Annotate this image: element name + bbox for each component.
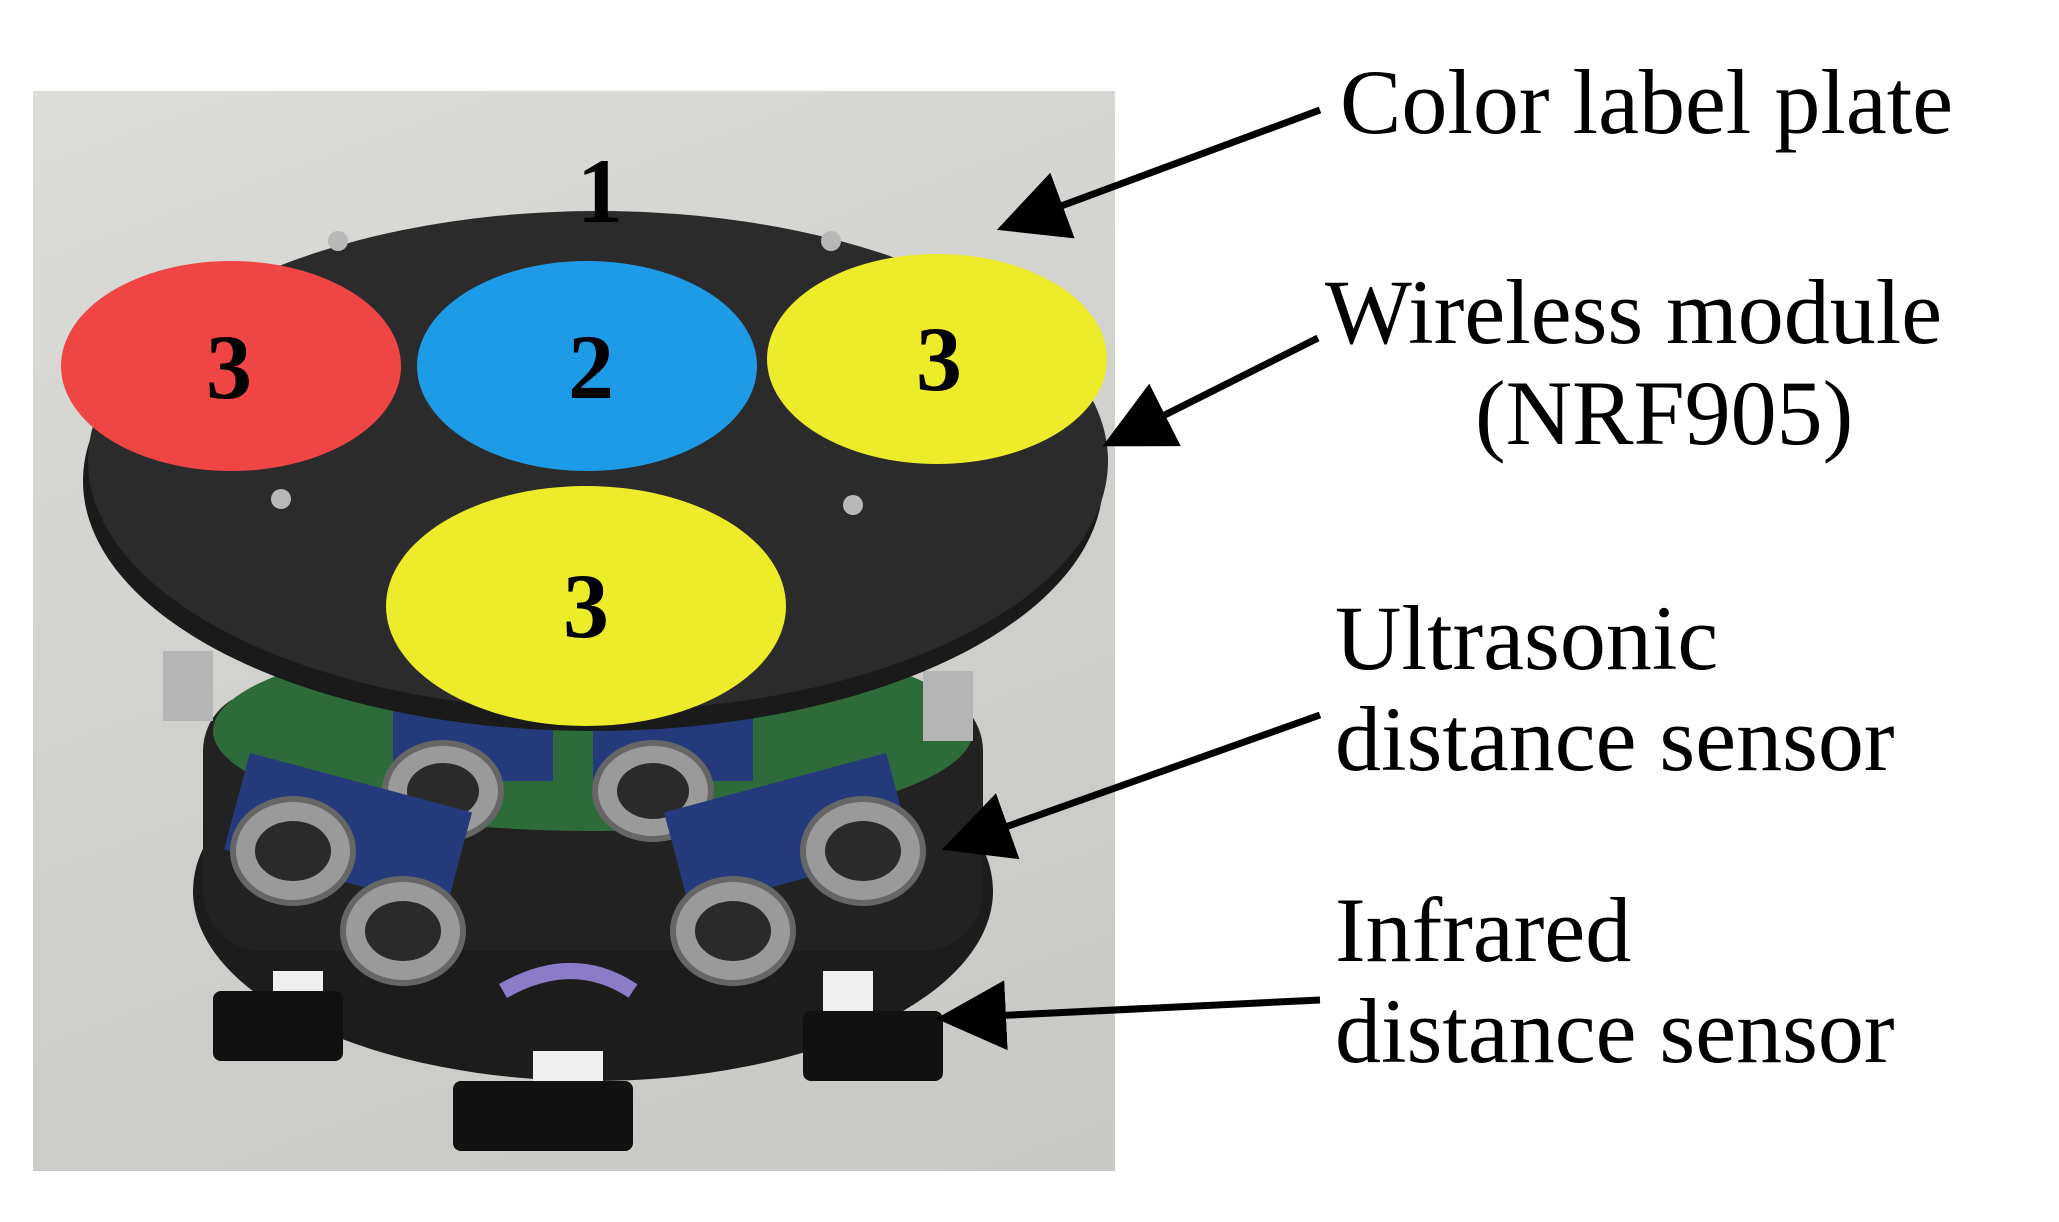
infrared-sensor	[213, 991, 343, 1061]
screw	[821, 231, 841, 251]
ultrasonic-mesh	[695, 901, 771, 961]
ultrasonic-mesh	[365, 901, 441, 961]
ultrasonic-mesh	[617, 763, 689, 819]
sensor-board	[663, 752, 913, 910]
label-text: distance sensor	[1335, 688, 1895, 791]
blue-circle	[417, 261, 757, 471]
connector	[823, 971, 873, 1011]
support-post	[923, 671, 973, 741]
robot-photo: 1 3 2 3 3	[33, 91, 1115, 1171]
red-circle	[61, 261, 401, 471]
robot-illustration	[61, 211, 1108, 1151]
plate-number-top: 1	[577, 140, 623, 242]
screw	[843, 495, 863, 515]
arrow-wireless-module	[1102, 334, 1320, 447]
label-text: Ultrasonic	[1335, 587, 1719, 689]
label-text: (NRF905)	[1475, 362, 1854, 465]
label-text: Wireless module	[1325, 261, 1943, 363]
ultrasonic-mesh	[825, 821, 901, 881]
label-color-label-plate: Color label plate	[1340, 51, 1954, 153]
plate-number-red: 3	[206, 316, 252, 418]
plate-number-yellow-right: 3	[916, 308, 962, 410]
label-wireless-module: Wireless module (NRF905)	[1325, 261, 1943, 465]
support-post	[163, 651, 213, 721]
label-text: distance sensor	[1335, 980, 1895, 1083]
infrared-sensor	[803, 1011, 943, 1081]
ultrasonic-mesh	[255, 821, 331, 881]
screw	[328, 231, 348, 251]
label-text: Infrared	[1335, 879, 1632, 981]
yellow-circle-right	[767, 254, 1107, 464]
label-infrared-sensor: Infrared distance sensor	[1335, 879, 1895, 1083]
ribbon-cable	[499, 963, 638, 998]
screw	[271, 489, 291, 509]
infrared-sensor	[453, 1081, 633, 1151]
label-text: Color label plate	[1340, 51, 1954, 153]
yellow-circle-bottom	[386, 486, 786, 726]
plate-number-blue: 2	[568, 316, 614, 418]
label-ultrasonic-sensor: Ultrasonic distance sensor	[1335, 587, 1895, 791]
plate-number-yellow-bottom: 3	[563, 555, 609, 657]
